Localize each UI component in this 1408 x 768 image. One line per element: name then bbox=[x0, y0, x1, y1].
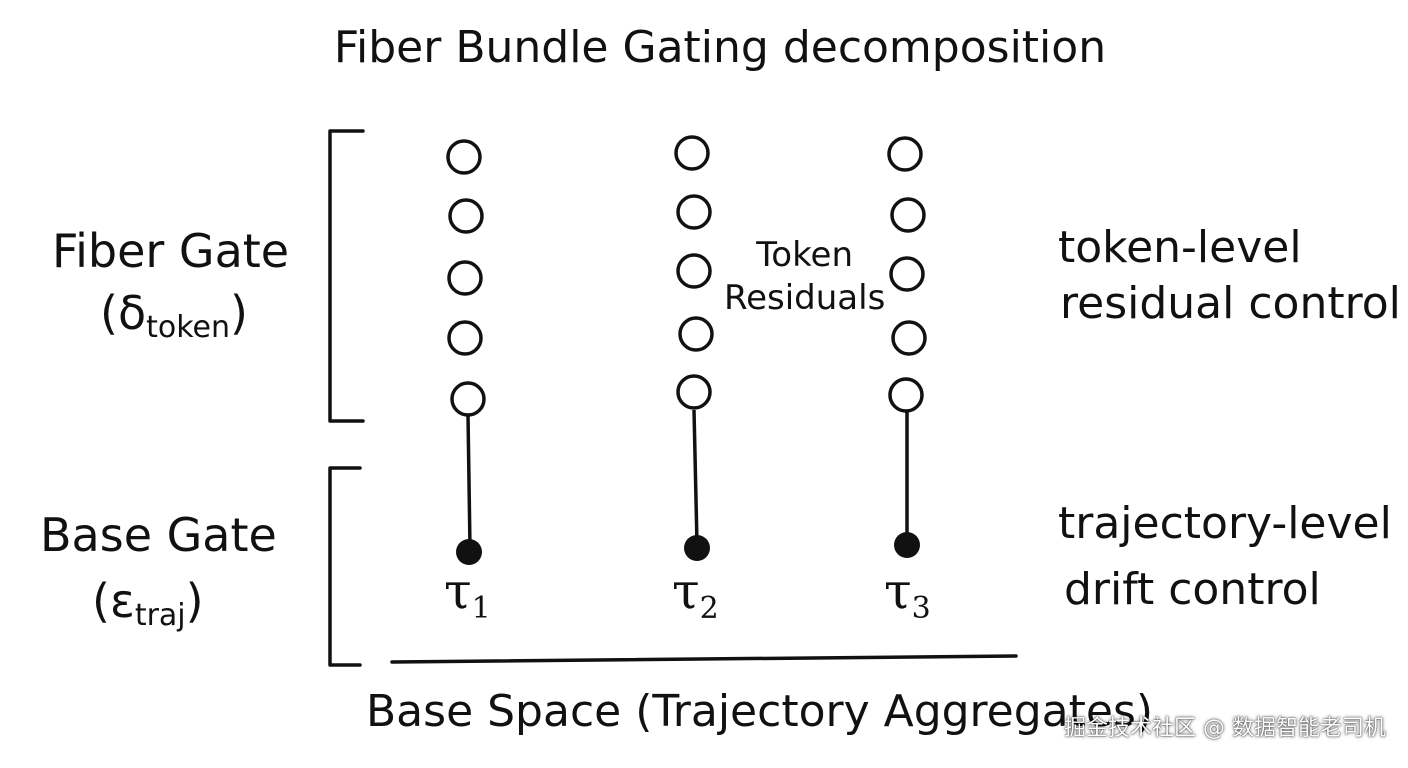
token-node bbox=[448, 198, 484, 234]
token-node bbox=[678, 316, 714, 352]
token-node bbox=[676, 374, 712, 410]
token-node bbox=[891, 320, 927, 356]
token-node bbox=[450, 381, 486, 417]
base-gate-label: Base Gate bbox=[40, 508, 277, 562]
token-level-description-line-1: token-level bbox=[1058, 222, 1302, 273]
token-node bbox=[447, 320, 483, 356]
trajectory-level-description-line-1: trajectory-level bbox=[1058, 498, 1392, 549]
fiber-gate-subscript: token bbox=[146, 310, 231, 345]
token-node bbox=[447, 260, 483, 296]
fiber-column-2 bbox=[674, 135, 714, 561]
token-node bbox=[890, 197, 926, 233]
fiber-gate-bracket bbox=[328, 129, 365, 423]
base-gate-greek: ε bbox=[109, 574, 135, 628]
base-space-axis bbox=[390, 654, 1018, 664]
watermark: 掘金技术社区 @ 数据智能老司机 bbox=[1064, 716, 1386, 741]
token-node bbox=[887, 136, 923, 172]
token-residuals-note: Token Residuals bbox=[724, 234, 885, 319]
token-node bbox=[676, 194, 712, 230]
token-node bbox=[674, 135, 710, 171]
base-point bbox=[894, 532, 920, 558]
token-node bbox=[446, 139, 482, 175]
fiber-gate-greek: δ bbox=[117, 286, 147, 340]
token-level-description-line-2: residual control bbox=[1060, 278, 1401, 329]
fiber-gate-label: Fiber Gate bbox=[52, 224, 290, 278]
fiber-stem bbox=[466, 414, 472, 549]
fiber-stem bbox=[692, 409, 699, 545]
base-gate-subscript: traj bbox=[134, 598, 186, 633]
token-residuals-line-2: Residuals bbox=[724, 277, 886, 318]
base-point bbox=[456, 539, 482, 565]
base-gate-symbol: (εtraj) bbox=[92, 574, 204, 633]
token-residuals-line-1: Token bbox=[756, 235, 854, 275]
fiber-column-3 bbox=[887, 136, 927, 558]
token-node bbox=[889, 256, 925, 292]
fiber-column-1 bbox=[446, 139, 486, 565]
trajectory-label-1: τ1 bbox=[444, 562, 491, 626]
fiber-gate-symbol: (δtoken) bbox=[100, 286, 248, 345]
base-gate-bracket bbox=[328, 466, 362, 667]
diagram-title: Fiber Bundle Gating decomposition bbox=[333, 22, 1107, 73]
trajectory-label-2: τ2 bbox=[672, 562, 719, 626]
base-point bbox=[684, 535, 710, 561]
trajectory-label-3: τ3 bbox=[884, 562, 931, 626]
trajectory-level-description-line-2: drift control bbox=[1064, 564, 1321, 615]
token-node bbox=[888, 377, 924, 413]
base-space-label: Base Space (Trajectory Aggregates) bbox=[366, 686, 1154, 737]
token-node bbox=[676, 253, 712, 289]
